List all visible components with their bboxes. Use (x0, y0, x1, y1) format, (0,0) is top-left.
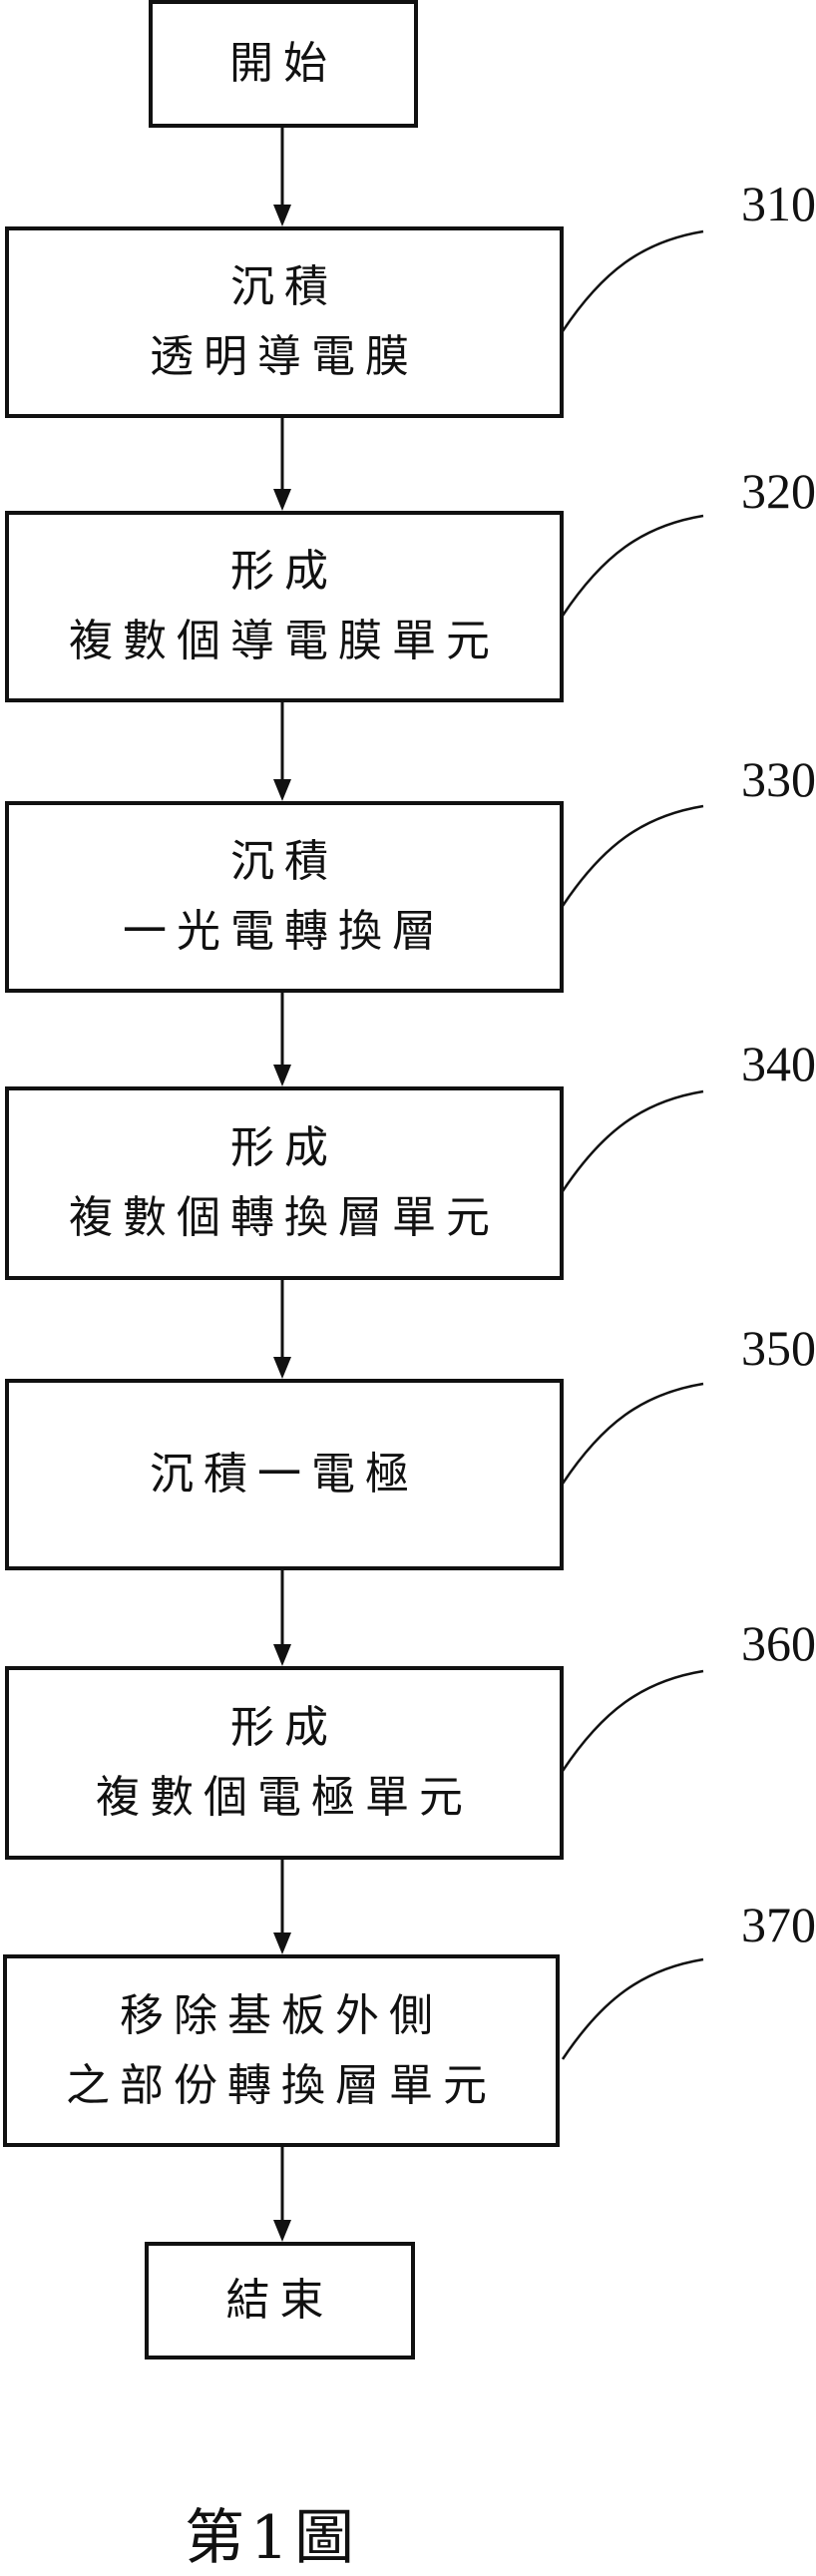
end-label: 結束 (225, 2275, 334, 2326)
start-terminal: 開始 (149, 0, 418, 128)
ref-label-370: 370 (741, 1897, 816, 1952)
leader-line (561, 1669, 704, 1772)
step-line: 複數個轉換層單元 (69, 1192, 500, 1243)
step-line: 移除基板外側 (120, 1989, 443, 2041)
leader-line (561, 1089, 704, 1192)
arrowhead-icon (273, 1644, 291, 1666)
step-320: 形成 複數個導電膜單元 (5, 511, 564, 702)
arrowhead-icon (273, 1357, 291, 1379)
ref-label-320: 320 (741, 463, 816, 519)
step-line: 沉積一電極 (150, 1449, 419, 1500)
step-line: 一光電轉換層 (123, 906, 446, 957)
step-line: 複數個導電膜單元 (69, 616, 500, 666)
step-340: 形成 複數個轉換層單元 (5, 1086, 564, 1280)
end-terminal: 結束 (145, 2242, 415, 2360)
ref-label-340: 340 (741, 1036, 816, 1091)
leader-line (561, 1957, 704, 2060)
figure-caption: 第1圖 (185, 2503, 361, 2573)
arrowhead-icon (273, 1065, 291, 1086)
step-310: 沉積 透明導電膜 (5, 226, 564, 418)
start-label: 開始 (229, 38, 337, 89)
leader-line (561, 1382, 704, 1485)
step-line: 沉積 (230, 836, 338, 887)
arrowhead-icon (273, 779, 291, 801)
arrowhead-icon (273, 2220, 291, 2242)
step-370: 移除基板外側 之部份轉換層單元 (3, 1954, 560, 2147)
step-350: 沉積一電極 (5, 1379, 564, 1570)
arrowhead-icon (273, 1932, 291, 1954)
step-line: 透明導電膜 (150, 331, 419, 382)
arrowhead-icon (273, 205, 291, 226)
leader-line (561, 804, 704, 907)
leader-line (561, 229, 704, 332)
ref-label-350: 350 (741, 1320, 816, 1376)
step-line: 複數個電極單元 (96, 1772, 473, 1823)
ref-label-360: 360 (741, 1615, 816, 1671)
step-line: 形成 (230, 546, 338, 597)
step-line: 之部份轉換層單元 (66, 2059, 497, 2111)
step-360: 形成 複數個電極單元 (5, 1666, 564, 1860)
leader-line (561, 514, 704, 617)
step-line: 形成 (230, 1702, 338, 1753)
ref-label-310: 310 (741, 176, 816, 231)
step-line: 沉積 (230, 261, 338, 312)
step-line: 形成 (230, 1122, 338, 1173)
step-330: 沉積 一光電轉換層 (5, 801, 564, 993)
ref-label-330: 330 (741, 751, 816, 807)
arrowhead-icon (273, 489, 291, 511)
